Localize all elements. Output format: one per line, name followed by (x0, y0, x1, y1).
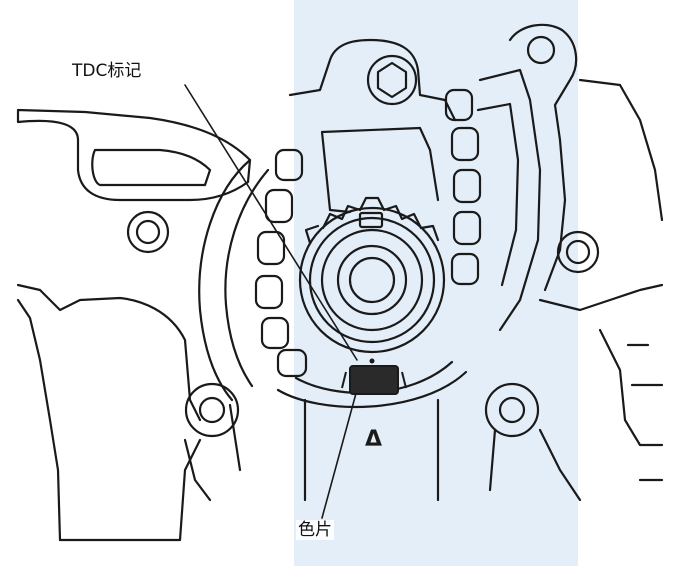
bottom-left-bolt-inner (198, 396, 226, 424)
bottom-left-bolt-outer (184, 382, 240, 438)
right-casing-lower (538, 283, 664, 312)
bottom-right-bolt-outer (484, 382, 540, 438)
top-bolt-hex (376, 61, 408, 99)
tdc-pointer-line (184, 84, 358, 361)
color-chip-label: 色片 (296, 520, 334, 540)
left-casing-edge (58, 438, 202, 542)
left-bolt-inner (135, 219, 161, 245)
left-bracket-slot (91, 148, 212, 187)
right-casing (578, 78, 664, 222)
chain-left (254, 148, 308, 378)
watermark-band (294, 0, 578, 566)
upper-housing (288, 38, 457, 122)
sprocket-keyway (358, 211, 384, 229)
chip-tabs (341, 371, 407, 389)
tensioner-arc-inner (224, 168, 270, 388)
chip-pointer-line (321, 385, 359, 519)
right-casing-bottom (598, 328, 664, 447)
left-casing-lower (16, 298, 62, 542)
right-guide-inner (476, 102, 520, 287)
lower-frame (228, 403, 497, 492)
triangle-mark: Δ (365, 427, 383, 452)
right-bolt-inner (565, 239, 591, 265)
top-bolt-outer (366, 54, 418, 106)
left-bracket (16, 108, 252, 202)
right-guide (478, 68, 542, 332)
tensioner-arc (198, 158, 252, 402)
chain-right (444, 88, 482, 286)
right-bolt-outer (556, 230, 600, 274)
lower-shield-arc (276, 370, 468, 408)
right-bracket-hole (526, 35, 556, 65)
left-bolt-outer (126, 210, 170, 254)
right-casing-step (626, 343, 664, 482)
color-chip (349, 365, 399, 395)
bottom-right-bolt-inner (498, 396, 526, 424)
left-casing (16, 283, 202, 422)
lower-wall-right (436, 398, 582, 502)
upper-housing-frame (320, 126, 440, 214)
lower-wall-left (183, 398, 307, 502)
crank-sprocket (298, 196, 446, 354)
tdc-mark-dot (369, 358, 375, 364)
right-bracket (508, 23, 578, 292)
tdc-mark-label: TDC标记 (70, 61, 144, 81)
